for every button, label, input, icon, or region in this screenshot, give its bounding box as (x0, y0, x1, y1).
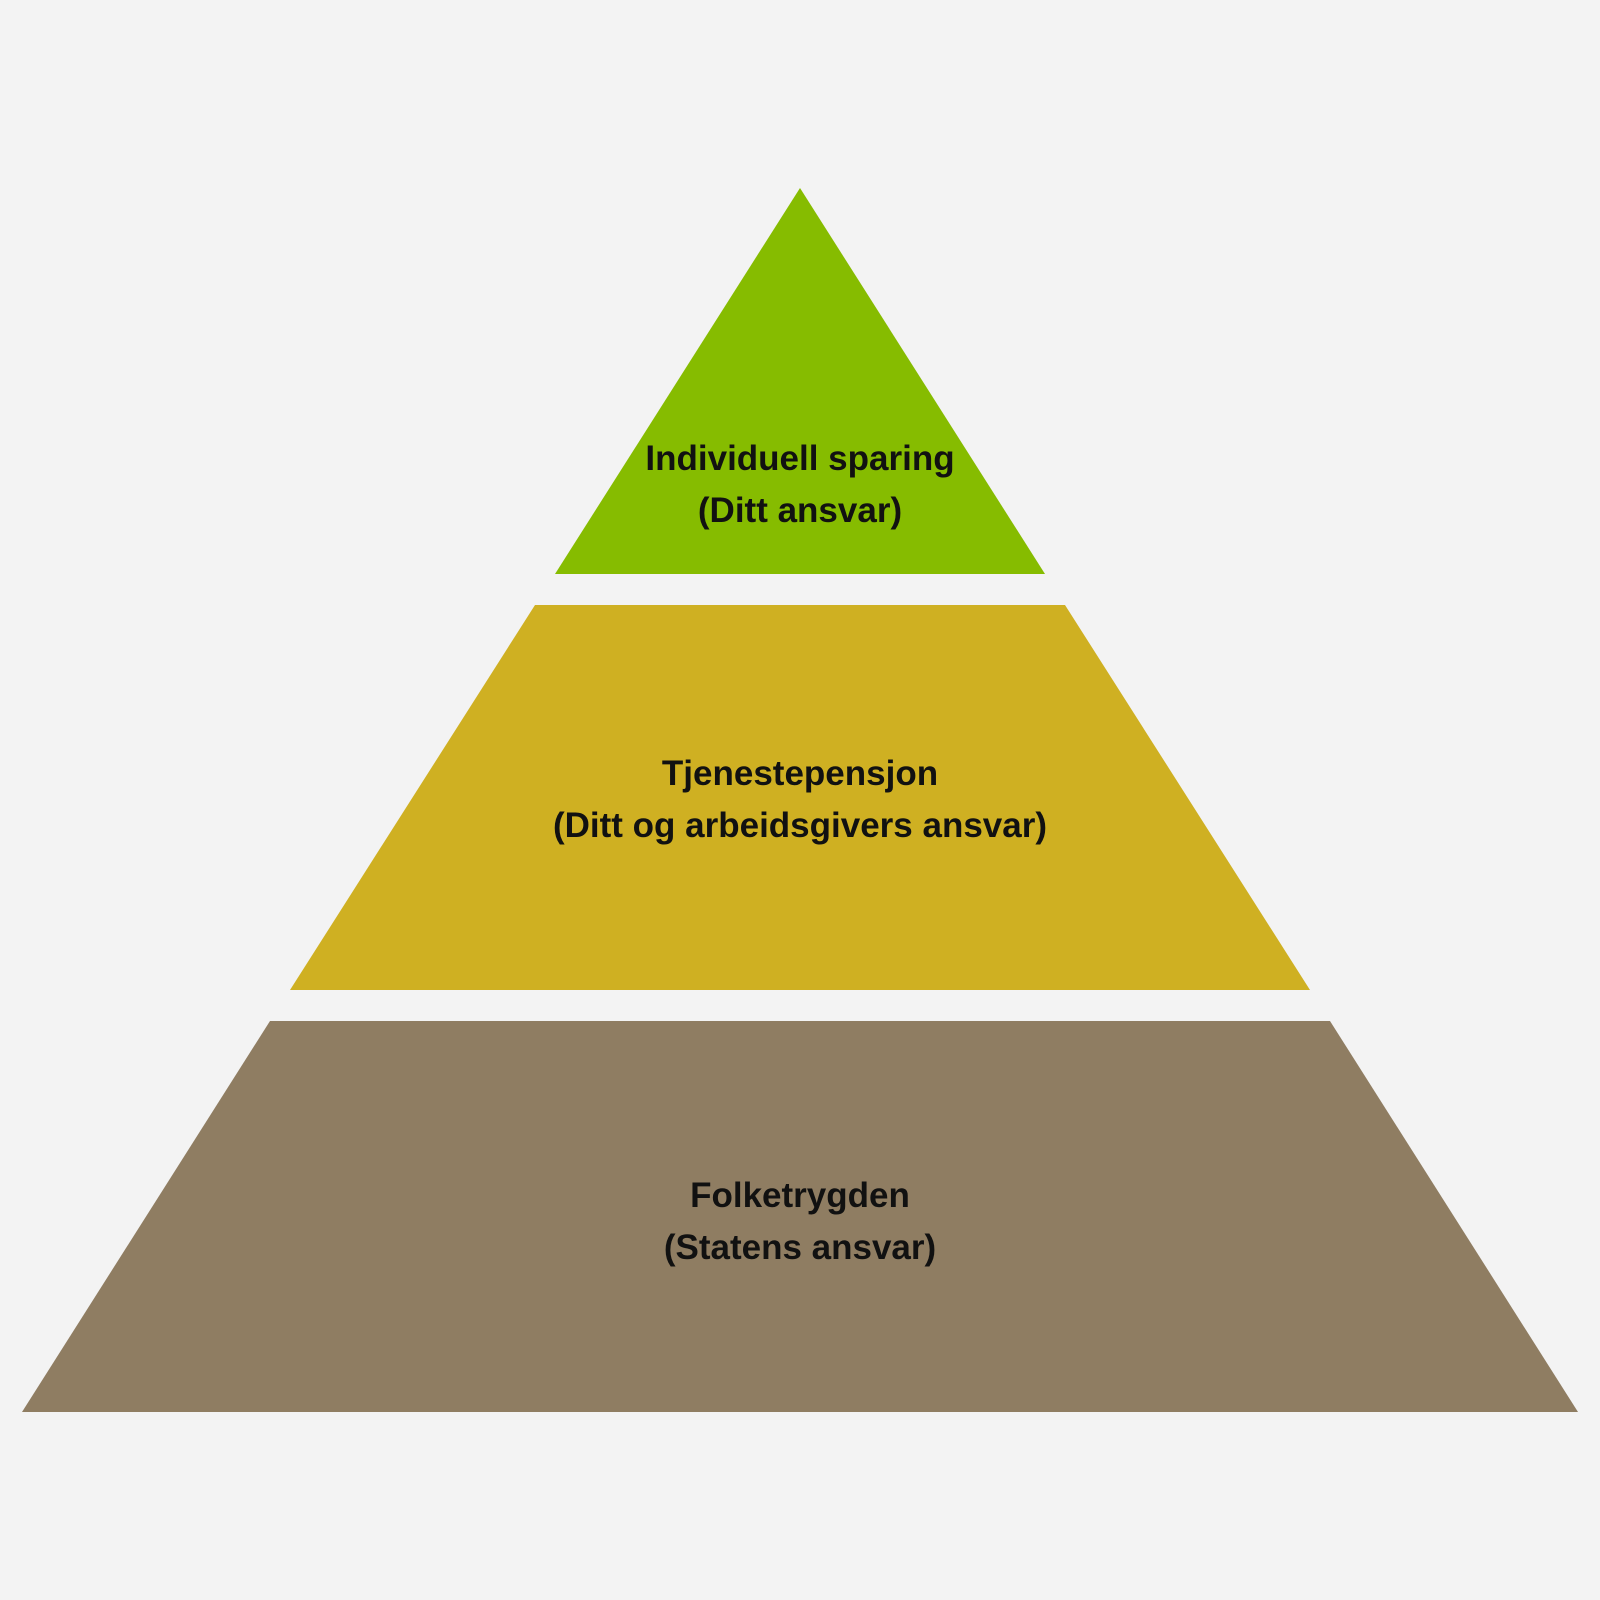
tier-middle-title: Tjenestepensjon (661, 754, 939, 793)
tier-top-label: Individuell sparing (Ditt ansvar) (0, 433, 1600, 537)
tier-middle-shape (290, 605, 1310, 990)
tier-top-shape (555, 188, 1045, 574)
tier-top-title: Individuell sparing (645, 439, 955, 478)
tier-bottom-title: Folketrygden (690, 1176, 910, 1215)
tier-middle-subtitle: (Ditt og arbeidsgivers ansvar) (552, 806, 1048, 845)
tier-middle-label: Tjenestepensjon (Ditt og arbeidsgivers a… (0, 748, 1600, 852)
tier-bottom-label: Folketrygden (Statens ansvar) (0, 1170, 1600, 1274)
tier-top-subtitle: (Ditt ansvar) (697, 491, 903, 530)
tier-bottom-subtitle: (Statens ansvar) (663, 1228, 937, 1267)
tier-bottom-shape (22, 1021, 1578, 1412)
